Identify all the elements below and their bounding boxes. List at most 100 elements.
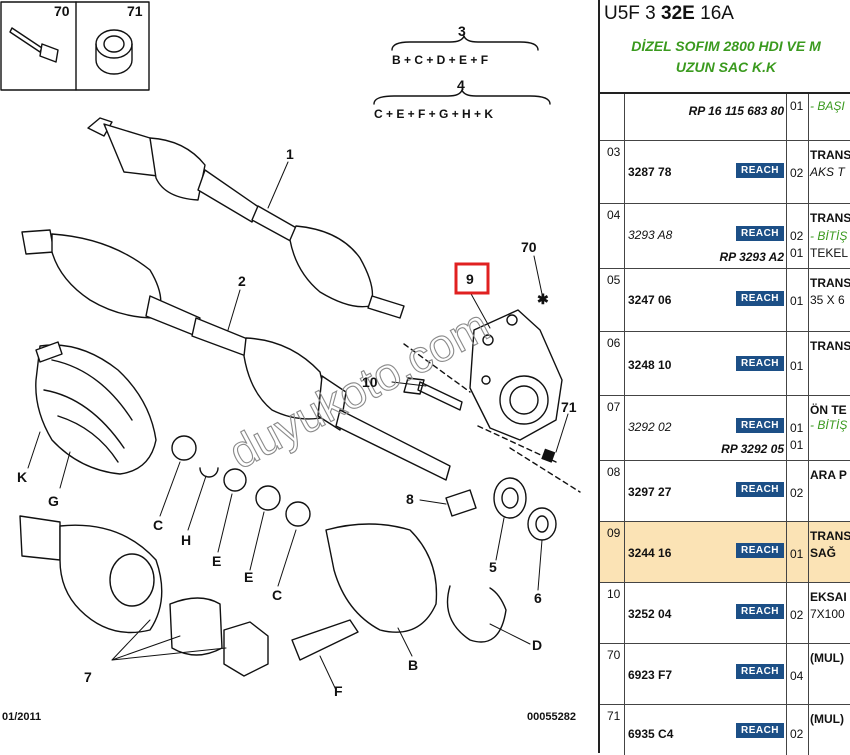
part-ref-alt: RP 3293 A2 bbox=[719, 250, 784, 264]
callout-5: 5 bbox=[489, 559, 497, 575]
formula-4-text: C + E + F + G + H + K bbox=[374, 107, 493, 121]
callout-K: K bbox=[17, 469, 27, 485]
part-ref: 6923 F7 bbox=[628, 668, 673, 682]
part-desc: (MUL) bbox=[810, 651, 844, 665]
boot-B bbox=[325, 523, 438, 633]
part-desc-detail: 7X100 bbox=[810, 607, 845, 621]
driveshaft-1 bbox=[87, 117, 405, 319]
boot-K bbox=[35, 341, 157, 475]
table-row[interactable]: RP 16 115 683 80 01 - BAŞI bbox=[600, 94, 850, 141]
part-desc: TRANS bbox=[810, 339, 850, 353]
part-ref: 3247 06 bbox=[628, 293, 672, 307]
grease-pack-F bbox=[291, 619, 359, 661]
parts-table-panel: U5F 3 32E 16A DİZEL SOFIM 2800 HDI VE M … bbox=[598, 0, 850, 755]
part-desc-detail: SAĞ bbox=[810, 546, 837, 560]
part-qty: 02 bbox=[790, 166, 804, 180]
callout-C-1: C bbox=[153, 517, 163, 533]
marker-70: ✱ bbox=[537, 291, 549, 307]
part-ref: 6935 C4 bbox=[628, 727, 674, 741]
part-qty: 04 bbox=[790, 669, 804, 683]
part-qty-alt: 01 bbox=[790, 438, 804, 452]
title-code: 32E bbox=[661, 3, 695, 24]
reach-badge: REACH bbox=[736, 723, 784, 738]
part-desc-detail: - BİTİŞ bbox=[810, 418, 848, 432]
part-ref: 3292 02 bbox=[628, 420, 672, 434]
part-ref: 3297 27 bbox=[628, 485, 672, 499]
part-desc: TRANS bbox=[810, 211, 850, 225]
callout-10: 10 bbox=[362, 374, 378, 390]
part-qty: 02 bbox=[790, 229, 804, 243]
formula-3-number: 3 bbox=[458, 23, 466, 39]
part-desc: (MUL) bbox=[810, 712, 844, 726]
callout-8: 8 bbox=[406, 491, 414, 507]
subtitle-line-2: UZUN SAC K.K bbox=[675, 59, 777, 75]
callout-H: H bbox=[181, 532, 191, 548]
formula-3-text: B + C + D + E + F bbox=[392, 53, 488, 67]
row-number: 10 bbox=[607, 587, 621, 601]
ring-6 bbox=[527, 507, 557, 541]
part-ref: RP 16 115 683 80 bbox=[688, 104, 784, 118]
panel-subtitle: DİZEL SOFIM 2800 HDI VE M UZUN SAC K.K bbox=[600, 36, 850, 94]
subtitle-line-1: DİZEL SOFIM 2800 HDI VE M bbox=[631, 38, 821, 54]
part-ref: 3287 78 bbox=[628, 165, 672, 179]
part-desc-detail: - BİTİŞ bbox=[810, 229, 848, 243]
part-ref: 3293 A8 bbox=[628, 228, 673, 242]
bolt-10 bbox=[403, 377, 463, 411]
part-qty: 02 bbox=[790, 486, 804, 500]
part-desc: TRANS bbox=[810, 148, 850, 162]
callout-D: D bbox=[532, 637, 542, 653]
callout-70: 70 bbox=[521, 239, 537, 255]
clips-group bbox=[171, 435, 311, 527]
panel-title: U5F 3 32E 16A bbox=[604, 3, 734, 25]
formula-3-brace bbox=[391, 35, 539, 51]
row-number: 06 bbox=[607, 336, 621, 350]
formula-4-number: 4 bbox=[457, 77, 465, 93]
callout-7: 7 bbox=[84, 669, 92, 685]
outer-joint-7 bbox=[19, 515, 269, 677]
part-ref-alt: RP 3292 05 bbox=[721, 442, 784, 456]
inset-box-70-71 bbox=[0, 1, 150, 91]
row-number: 05 bbox=[607, 273, 621, 287]
inset-label-70: 70 bbox=[54, 3, 70, 19]
reach-badge: REACH bbox=[736, 418, 784, 433]
washer-8 bbox=[445, 489, 477, 517]
callout-F: F bbox=[334, 683, 343, 699]
reach-badge: REACH bbox=[736, 604, 784, 619]
bearing-5 bbox=[493, 477, 527, 519]
reach-badge: REACH bbox=[736, 226, 784, 241]
callout-G: G bbox=[48, 493, 59, 509]
highlight-frame-9 bbox=[454, 262, 490, 295]
callout-B: B bbox=[408, 657, 418, 673]
reach-badge: REACH bbox=[736, 291, 784, 306]
part-desc: TRANS bbox=[810, 276, 850, 290]
reach-badge: REACH bbox=[736, 543, 784, 558]
callout-1: 1 bbox=[286, 146, 294, 162]
row-number: 09 bbox=[607, 526, 621, 540]
part-qty: 01 bbox=[790, 99, 804, 113]
title-prefix: U5F 3 bbox=[604, 3, 662, 24]
reach-badge: REACH bbox=[736, 163, 784, 178]
part-qty: 01 bbox=[790, 421, 804, 435]
hub-carrier-9 bbox=[403, 309, 581, 493]
row-number: 04 bbox=[607, 208, 621, 222]
reach-badge: REACH bbox=[736, 482, 784, 497]
footer-date: 01/2011 bbox=[2, 711, 41, 723]
part-desc: - BAŞI bbox=[810, 99, 845, 113]
callout-2: 2 bbox=[238, 273, 246, 289]
part-ref: 3248 10 bbox=[628, 358, 672, 372]
part-ref: 3252 04 bbox=[628, 607, 672, 621]
part-desc: ARA P bbox=[810, 468, 847, 482]
part-desc-detail: AKS T bbox=[810, 165, 845, 179]
row-number: 07 bbox=[607, 400, 621, 414]
reach-badge: REACH bbox=[736, 664, 784, 679]
